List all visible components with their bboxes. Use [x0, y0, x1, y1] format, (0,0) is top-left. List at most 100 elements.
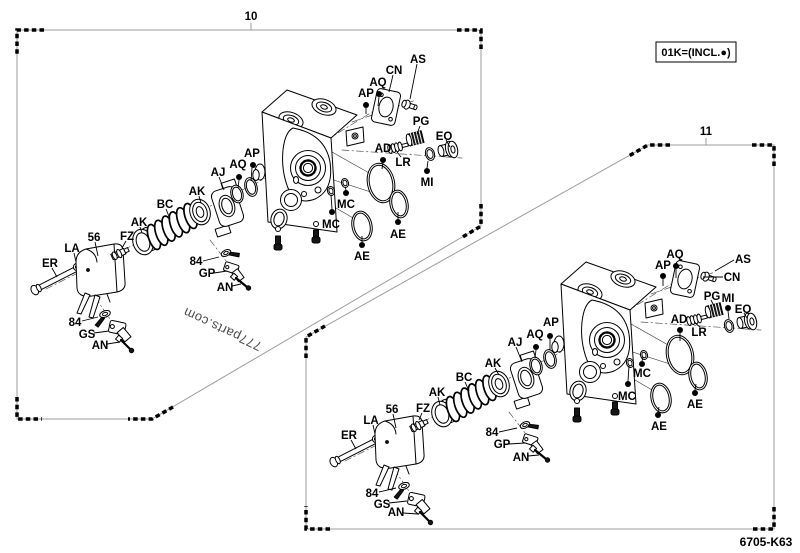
included-marker-dot — [673, 263, 679, 269]
part-label-eo: EO — [436, 131, 453, 143]
leader-line — [494, 367, 500, 376]
included-marker-dot — [236, 174, 242, 180]
leader-line — [464, 381, 470, 392]
leader-line — [534, 349, 537, 359]
included-marker-dot — [250, 162, 256, 168]
part-label-56: 56 — [386, 404, 399, 416]
part-label-an: AN — [513, 452, 530, 464]
part-label-as: AS — [735, 254, 751, 266]
leader-line — [527, 454, 540, 457]
part-label-mc: MC — [633, 368, 651, 380]
part-label-mi: MI — [421, 177, 434, 189]
region-11-number: 11 — [700, 126, 713, 138]
included-marker-dot — [533, 344, 539, 350]
part-label-aq: AQ — [369, 77, 386, 89]
part-label-eo: EO — [735, 304, 752, 316]
included-marker-dot — [677, 327, 683, 333]
leader-line — [344, 186, 347, 191]
part-label-aj: AJ — [211, 167, 226, 179]
part-label-lr: LR — [691, 327, 707, 339]
leader-line — [81, 316, 99, 322]
included-marker-dot — [380, 157, 386, 163]
leader-line — [418, 412, 423, 421]
corner-mark — [15, 397, 42, 421]
leader-line — [396, 151, 402, 158]
part-label-mi: MI — [722, 293, 735, 305]
part-label-fz: FZ — [120, 231, 134, 243]
part-label-gp: GP — [494, 439, 511, 451]
included-marker-dot — [725, 305, 731, 311]
leader-line — [508, 442, 526, 445]
part-label-pg: PG — [704, 291, 721, 303]
leader-line — [388, 74, 394, 93]
included-marker-dot — [692, 390, 698, 396]
corner-mark — [15, 28, 44, 54]
leader-line — [641, 356, 644, 362]
part-label-ap: AP — [244, 148, 260, 160]
leader-line — [627, 365, 630, 382]
included-marker-dot — [547, 333, 553, 339]
part-label-ap: AP — [358, 88, 374, 100]
leader-line — [743, 312, 748, 319]
leader-line — [498, 427, 518, 433]
leader-line — [657, 406, 660, 413]
included-marker-dot — [625, 381, 631, 387]
part-label-pg: PG — [413, 116, 430, 128]
region-11-frame: 11 — [304, 126, 776, 531]
part-label-an: AN — [388, 507, 405, 519]
corner-mark — [128, 405, 174, 421]
part-label-mc: MC — [322, 219, 340, 231]
included-marker-dot — [660, 273, 666, 279]
leader-line — [694, 322, 701, 328]
part-label-ae: AE — [354, 251, 370, 263]
leader-line — [73, 252, 77, 263]
part-label-er: ER — [42, 258, 59, 270]
included-marker-dot — [359, 242, 365, 248]
part-label-la: LA — [363, 415, 378, 427]
legend-box: 01K=(INCL.●) — [655, 41, 737, 63]
part-label-aq: AQ — [526, 329, 543, 341]
part-label-fz: FZ — [416, 403, 430, 415]
part-label-ad: AD — [375, 143, 392, 155]
leader-line — [445, 139, 451, 148]
leader-line — [372, 424, 376, 435]
leader-line — [381, 162, 384, 170]
leader-line — [409, 63, 418, 100]
part-label-84: 84 — [190, 256, 203, 268]
leader-line — [727, 310, 730, 320]
corner-mark — [750, 507, 776, 531]
leader-line — [202, 256, 220, 262]
part-label-ap: AP — [655, 260, 671, 272]
leader-line — [515, 346, 523, 363]
part-label-an: AN — [217, 282, 234, 294]
part-label-as: AS — [410, 54, 426, 66]
leader-line — [237, 179, 240, 189]
part-label-ak: AK — [189, 186, 206, 198]
part-label-mc: MC — [337, 199, 355, 211]
part-label-gp: GP — [199, 268, 216, 280]
part-label-bc: BC — [157, 199, 174, 211]
part-label-mc: MC — [618, 391, 636, 403]
corner-mark — [304, 506, 330, 531]
corner-mark — [304, 324, 326, 358]
included-marker-dot — [639, 361, 645, 367]
part-label-la: LA — [64, 243, 79, 255]
part-label-aq: AQ — [666, 249, 683, 261]
part-label-gs: GS — [374, 499, 391, 511]
part-label-an: AN — [92, 340, 109, 352]
leader-line — [250, 167, 253, 182]
part-label-aq: AQ — [229, 159, 246, 171]
part-label-ak: AK — [131, 217, 148, 229]
part-label-cn: CN — [724, 272, 741, 284]
part-label-er: ER — [341, 430, 358, 442]
part-label-gs: GS — [79, 329, 96, 341]
leader-line — [198, 195, 202, 204]
corner-mark — [457, 28, 483, 52]
leader-line — [94, 241, 99, 257]
part-label-aj: AJ — [508, 337, 523, 349]
leader-line — [350, 439, 357, 450]
